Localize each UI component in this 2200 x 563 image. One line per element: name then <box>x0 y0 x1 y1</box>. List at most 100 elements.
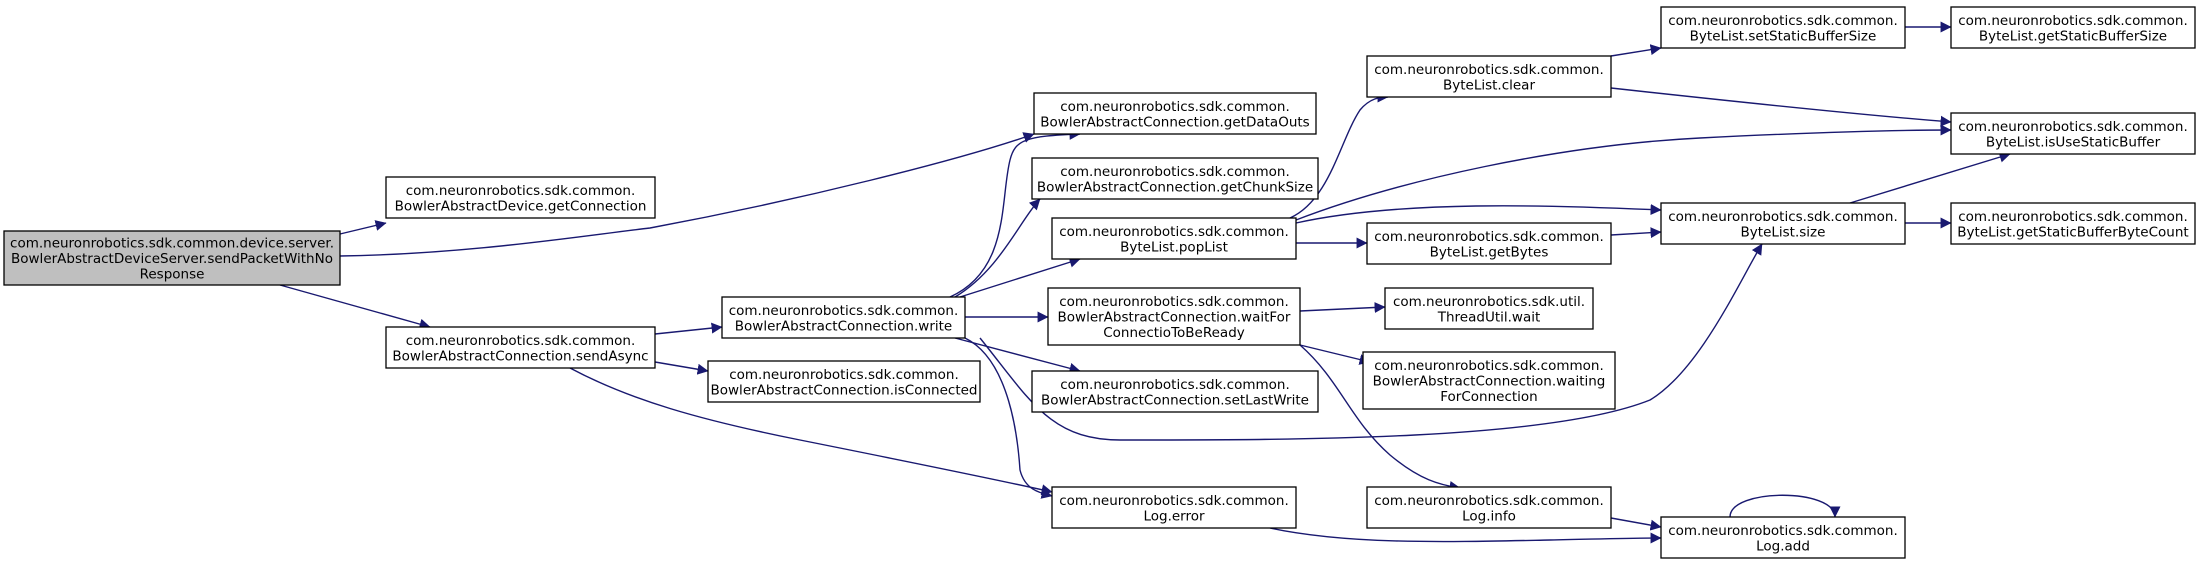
edge-arrow <box>1299 301 1386 313</box>
edges-layer <box>279 21 2011 544</box>
node-box <box>385 176 656 219</box>
node-label-line: ForConnection <box>1440 389 1537 405</box>
edge-bac_sendAsync-to-bac_write <box>654 322 723 335</box>
node-box <box>1033 92 1317 135</box>
edge-bac_write-to-bac_getChunkSize <box>954 198 1041 298</box>
node-bac_getDataOuts[interactable]: com.neuronrobotics.sdk.common.BowlerAbst… <box>1033 92 1317 135</box>
node-label-line: com.neuronrobotics.sdk.common. <box>1060 164 1290 180</box>
node-log_add[interactable]: com.neuronrobotics.sdk.common.Log.add <box>1660 516 1906 559</box>
edge-arrow <box>1610 44 1662 57</box>
edge-arrow <box>1295 204 1662 224</box>
node-label-line: BowlerAbstractDevice.getConnection <box>395 198 647 214</box>
node-box <box>1660 6 1906 49</box>
node-label-line: com.neuronrobotics.sdk.common. <box>1059 493 1289 509</box>
edge-arrow <box>959 256 1081 298</box>
node-label-line: BowlerAbstractConnection.sendAsync <box>392 348 648 364</box>
node-label-line: BowlerAbstractConnection.setLastWrite <box>1041 392 1309 408</box>
edge-arrow <box>654 322 723 335</box>
node-label-line: ByteList.isUseStaticBuffer <box>1986 134 2161 150</box>
edge-bl_popList-to-bl_isUseStatic <box>1295 124 1952 221</box>
node-bac_getChunkSize[interactable]: com.neuronrobotics.sdk.common.BowlerAbst… <box>1031 157 1319 200</box>
node-label-line: ThreadUtil.wait <box>1437 309 1541 325</box>
node-label-line: ByteList.getStaticBufferSize <box>1979 28 2167 44</box>
edge-arrow <box>654 361 709 375</box>
node-box <box>1950 202 2196 245</box>
node-box <box>721 296 966 339</box>
node-bac_setLastWrite[interactable]: com.neuronrobotics.sdk.common.BowlerAbst… <box>1031 370 1319 413</box>
node-bl_size[interactable]: com.neuronrobotics.sdk.common.ByteList.s… <box>1660 202 1906 245</box>
edge-arrow <box>979 243 1763 441</box>
node-box <box>385 326 656 369</box>
node-box <box>707 360 981 403</box>
node-log_error[interactable]: com.neuronrobotics.sdk.common.Log.error <box>1051 486 1297 529</box>
node-box <box>1047 287 1301 346</box>
node-box <box>1384 287 1594 330</box>
node-bac_sendAsync[interactable]: com.neuronrobotics.sdk.common.BowlerAbst… <box>385 326 656 369</box>
edge-bl_size-to-bl_isUseStatic <box>1849 151 2011 204</box>
edge-bl_clear-to-bl_setStatic <box>1610 44 1662 57</box>
edge-bl_clear-to-bl_isUseStatic <box>1610 87 1952 127</box>
node-label-line: Log.info <box>1462 508 1516 524</box>
edge-log_error-to-log_add <box>1269 527 1662 544</box>
node-bl_clear[interactable]: com.neuronrobotics.sdk.common.ByteList.c… <box>1366 55 1612 98</box>
node-label-line: com.neuronrobotics.sdk.common. <box>1374 229 1604 245</box>
node-label-line: com.neuronrobotics.sdk.common. <box>1668 13 1898 29</box>
edge-bac_write-to-bac_getDataOuts <box>949 128 1081 298</box>
edge-arrow <box>1299 344 1461 492</box>
edge-root-to-bac_sendAsync <box>279 284 431 330</box>
edge-bac_sendAsync-to-bac_isConnected <box>654 361 709 375</box>
node-bad_getConnection[interactable]: com.neuronrobotics.sdk.common.BowlerAbst… <box>385 176 656 219</box>
node-label-line: ByteList.getStaticBufferByteCount <box>1957 224 2188 240</box>
edge-bac_waitFor-to-log_info <box>1299 344 1461 492</box>
node-bac_waitFor[interactable]: com.neuronrobotics.sdk.common.BowlerAbst… <box>1047 287 1301 346</box>
node-label-line: ByteList.setStaticBufferSize <box>1690 28 1877 44</box>
edge-arrow <box>1299 344 1371 365</box>
edge-bac_write-to-log_error <box>964 337 1053 499</box>
node-root[interactable]: com.neuronrobotics.sdk.common.device.ser… <box>3 230 341 286</box>
edge-arrow <box>1295 124 1952 221</box>
node-label-line: com.neuronrobotics.sdk.common. <box>406 333 636 349</box>
node-label-line: com.neuronrobotics.sdk.common. <box>1374 493 1604 509</box>
node-box <box>1051 486 1297 529</box>
node-label-line: com.neuronrobotics.sdk.common. <box>1958 13 2188 29</box>
node-box <box>1950 112 2196 155</box>
edge-arrow <box>954 337 1081 374</box>
node-log_info[interactable]: com.neuronrobotics.sdk.common.Log.info <box>1366 486 1612 529</box>
edge-arrow <box>954 198 1041 298</box>
edge-bac_write-to-bac_setLastWrite <box>954 337 1081 374</box>
edge-arrow <box>1849 151 2011 204</box>
node-label-line: com.neuronrobotics.sdk.common. <box>1060 377 1290 393</box>
node-box <box>3 230 341 286</box>
node-label-line: ConnectioToBeReady <box>1103 325 1245 341</box>
node-label-line: Log.add <box>1756 538 1810 554</box>
node-bac_write[interactable]: com.neuronrobotics.sdk.common.BowlerAbst… <box>721 296 966 339</box>
node-bl_isUseStatic[interactable]: com.neuronrobotics.sdk.common.ByteList.i… <box>1950 112 2196 155</box>
node-label-line: com.neuronrobotics.sdk.common.device.ser… <box>10 236 334 252</box>
node-label-line: BowlerAbstractConnection.waitFor <box>1058 310 1291 326</box>
node-label-line: BowlerAbstractConnection.getChunkSize <box>1037 179 1313 195</box>
node-box <box>1366 222 1612 265</box>
node-box <box>1051 217 1297 260</box>
edge-arrow <box>964 337 1053 499</box>
node-bac_isConnected[interactable]: com.neuronrobotics.sdk.common.BowlerAbst… <box>707 360 981 403</box>
node-label-line: ByteList.size <box>1741 224 1826 240</box>
node-bl_popList[interactable]: com.neuronrobotics.sdk.common.ByteList.p… <box>1051 217 1297 260</box>
node-bl_getBytes[interactable]: com.neuronrobotics.sdk.common.ByteList.g… <box>1366 222 1612 265</box>
node-label-line: com.neuronrobotics.sdk.common. <box>1060 99 1290 115</box>
node-bl_setStatic[interactable]: com.neuronrobotics.sdk.common.ByteList.s… <box>1660 6 1906 49</box>
node-label-line: com.neuronrobotics.sdk.common. <box>729 367 959 383</box>
node-label-line: BowlerAbstractDeviceServer.sendPacketWit… <box>11 251 333 267</box>
edge-arrow <box>1610 517 1662 531</box>
node-bl_getStatic[interactable]: com.neuronrobotics.sdk.common.ByteList.g… <box>1950 6 2196 49</box>
edge-arrow <box>279 284 431 330</box>
node-label-line: com.neuronrobotics.sdk.common. <box>1958 119 2188 135</box>
node-bac_waitingFor[interactable]: com.neuronrobotics.sdk.common.BowlerAbst… <box>1362 351 1616 410</box>
node-box <box>1031 157 1319 200</box>
node-label-line: ByteList.popList <box>1120 239 1228 255</box>
node-box <box>1031 370 1319 413</box>
node-label-line: ByteList.getBytes <box>1430 244 1549 260</box>
edge-root-to-bad_getConnection <box>339 220 387 235</box>
node-bl_getStaticCount[interactable]: com.neuronrobotics.sdk.common.ByteList.g… <box>1950 202 2196 245</box>
node-label-line: com.neuronrobotics.sdk.common. <box>1374 62 1604 78</box>
node-tu_wait[interactable]: com.neuronrobotics.sdk.util.ThreadUtil.w… <box>1384 287 1594 330</box>
